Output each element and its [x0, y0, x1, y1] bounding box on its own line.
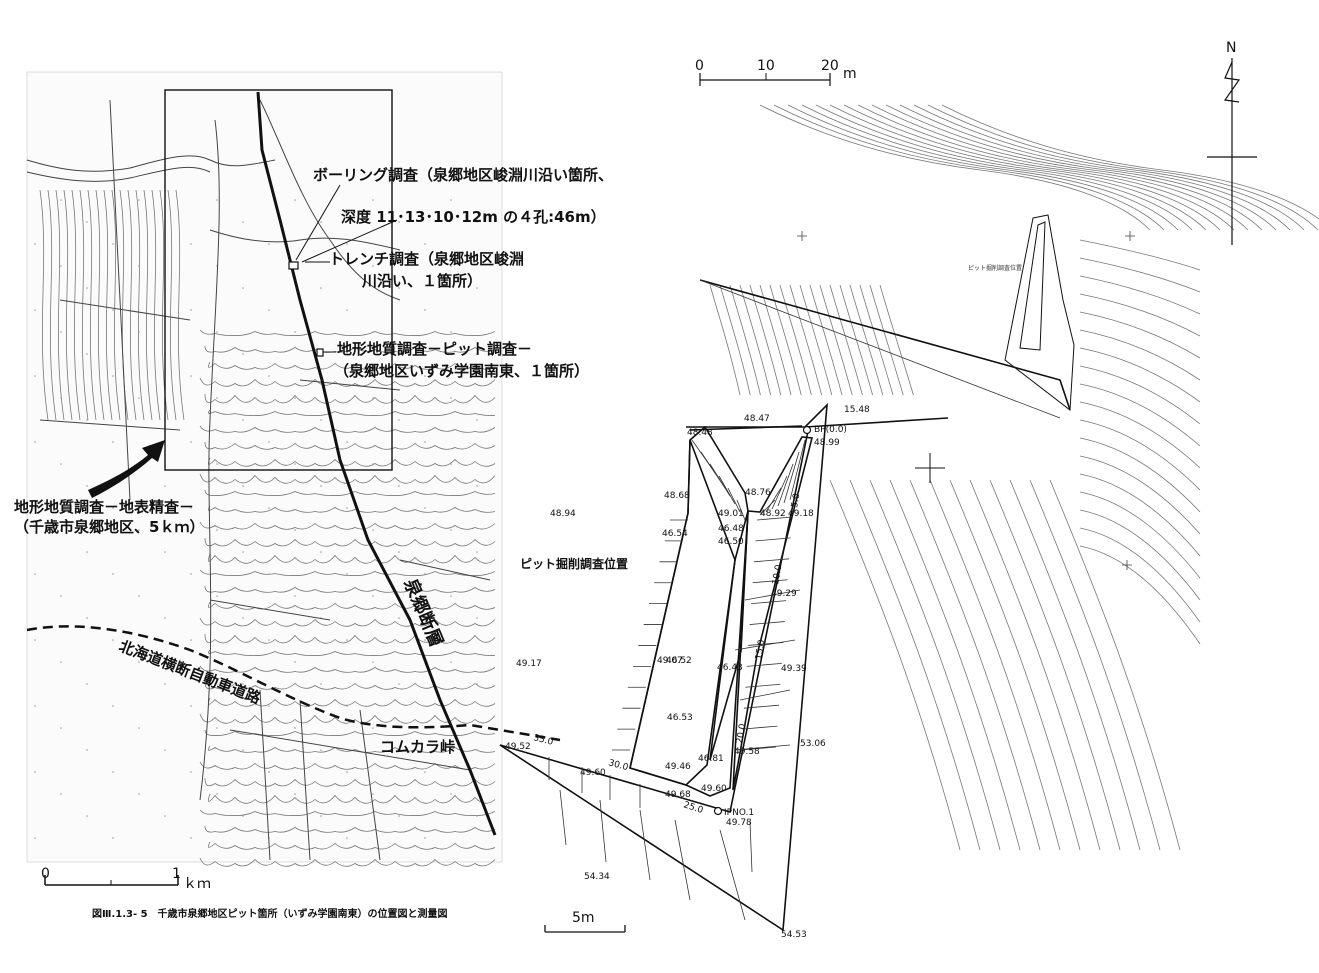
- elevation-label: 49.46: [665, 762, 691, 772]
- station-label: 35.0: [532, 733, 554, 748]
- fault-line: [256, 91, 497, 836]
- elevation-label: 46.53: [667, 713, 693, 723]
- elevation-label: 46.50: [718, 537, 744, 547]
- elevation-label: 49.39: [781, 664, 807, 674]
- figure-caption: 図Ⅲ.1.3- 5 千歳市泉郷地区ピット箇所（いずみ学園南東）の位置図と測量図: [92, 907, 448, 920]
- elevation-label: 48.76: [745, 488, 771, 498]
- pit-label-1: 地形地質調査－ピット調査－: [337, 340, 532, 358]
- elevation-label: 49.29: [771, 589, 797, 599]
- topographic-map: ボーリング調査（泉郷地区峻淵川沿い箇所、 深度 11･13･10･12m の４孔…: [14, 71, 613, 920]
- elevation-label: 49.68: [665, 790, 691, 800]
- elevation-label: 49.60: [580, 768, 606, 778]
- elevation-label: 46.54: [662, 529, 688, 539]
- expressway-line: [26, 625, 561, 742]
- boring-label-2: 深度 11･13･10･12m の４孔:46m）: [341, 208, 606, 226]
- ipno-label: IPNO.1: [724, 808, 754, 818]
- elevation-label: 49.52: [505, 742, 531, 752]
- elevation-label: 53.06: [800, 739, 826, 749]
- trench-label-1: トレンチ調査（泉郷地区峻淵: [329, 250, 524, 268]
- surface-label-2: （千歳市泉郷地区、5ｋｍ）: [14, 518, 204, 536]
- station-label: 20.0: [735, 723, 748, 745]
- svg-text:ピット掘削調査位置: ピット掘削調査位置: [968, 264, 1022, 272]
- elevation-label: 49.01: [718, 509, 744, 519]
- ipno-point-marker: [713, 806, 723, 816]
- elevation-label: 48.92: [760, 509, 786, 519]
- elevation-label: 54.34: [584, 872, 610, 882]
- elevation-label: 46.81: [698, 754, 724, 764]
- elevation-label: 48.68: [664, 491, 690, 501]
- north-arrow-icon: N: [1207, 40, 1257, 245]
- station-label: 25.0: [682, 800, 704, 816]
- elevation-label: 49.18: [788, 509, 814, 519]
- elevation-label: 54.53: [781, 930, 807, 940]
- elevation-label: 46.48: [718, 524, 744, 534]
- pit-site-marker: [316, 348, 324, 357]
- elevation-label: 49.60: [701, 784, 727, 794]
- svg-text:ｋｍ: ｋｍ: [183, 876, 211, 892]
- bp-point-marker: [802, 425, 812, 435]
- svg-text:m: m: [843, 66, 857, 82]
- elevation-label: 49.58: [734, 747, 760, 757]
- elevation-label: 49.07: [657, 656, 683, 666]
- svg-text:N: N: [1226, 40, 1236, 56]
- elevation-label: 46.43: [717, 663, 743, 673]
- elevation-label: 48.47: [744, 414, 770, 424]
- arrow-icon: [88, 440, 165, 498]
- km-scale-bar: 0 1 ｋｍ: [41, 866, 211, 892]
- pit-survey-plan: BP(0.0) IPNO.1 ピット掘削調査位置 5m 48.47 48.48 48…: [499, 402, 1181, 940]
- elevation-label: 46.52: [666, 656, 692, 666]
- svg-text:0: 0: [41, 866, 50, 882]
- bp-label: BP(0.0): [814, 425, 847, 435]
- pit-label-2: （泉郷地区いずみ学園南東、１箇所）: [334, 362, 589, 380]
- svg-text:1: 1: [172, 866, 181, 882]
- surface-label-1: 地形地質調査－地表精査－: [14, 498, 194, 516]
- station-label: 15.0: [754, 639, 767, 661]
- pit-survey-title: ピット掘削調査位置: [520, 556, 628, 571]
- elevation-label: 49.17: [516, 659, 542, 669]
- trench-label-2: 川沿い、１箇所）: [361, 272, 482, 290]
- pass-label: コムカラ峠: [380, 738, 455, 756]
- study-area-rectangle: [164, 89, 393, 471]
- elevation-label: 48.99: [814, 438, 840, 448]
- svg-text:5m: 5m: [572, 910, 595, 926]
- svg-text:20: 20: [821, 58, 839, 74]
- elevation-label: 49.78: [726, 818, 752, 828]
- boring-label-1: ボーリング調査（泉郷地区峻淵川沿い箇所、: [313, 166, 613, 184]
- station-label: 5.0: [790, 492, 802, 508]
- m-scale-bar-large: 5m: [544, 910, 626, 933]
- svg-text:0: 0: [695, 58, 704, 74]
- svg-text:10: 10: [757, 58, 775, 74]
- elevation-label: 48.48: [687, 428, 713, 438]
- m-scale-bar-small: 0 10 20 m: [695, 58, 857, 86]
- trench-site-marker: [288, 261, 299, 270]
- small-survey-plan: ピット掘削調査位置 0 10 20 m N: [695, 40, 1319, 645]
- elevation-label: 48.94: [550, 509, 576, 519]
- elevation-label: 15.48: [844, 405, 870, 415]
- station-label: 30.0: [607, 758, 629, 773]
- station-label: 10.0: [771, 564, 784, 586]
